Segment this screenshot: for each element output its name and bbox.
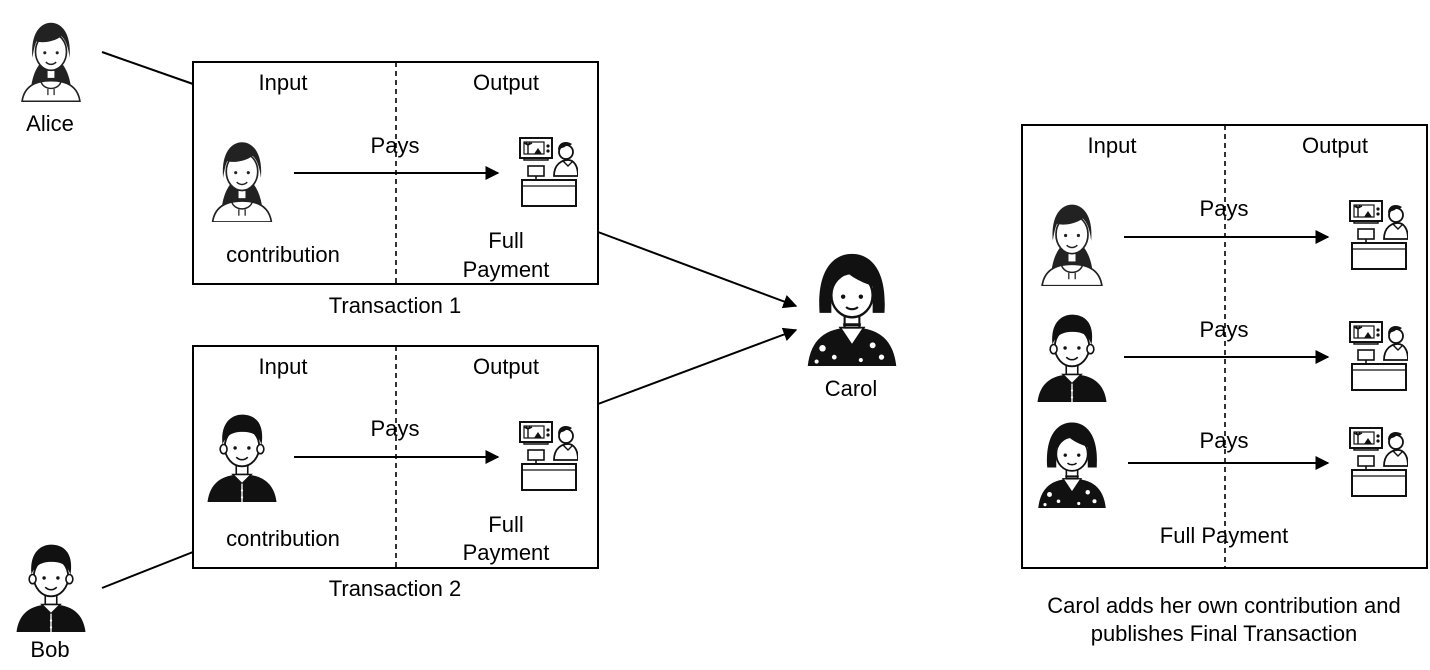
- final-caption-line2: publishes Final Transaction: [1091, 621, 1358, 646]
- transaction2-output-header: Output: [473, 354, 539, 379]
- transaction2-box: Input Output Pays contribution Full Paym…: [192, 345, 599, 569]
- transaction2-payment-label: Payment: [463, 540, 550, 565]
- alice-label: Alice: [26, 111, 74, 136]
- transaction1-full-label: Full: [488, 228, 523, 253]
- transaction2-full-label: Full: [488, 512, 523, 537]
- bob-label: Bob: [30, 637, 69, 662]
- carol-avatar-icon: [806, 252, 898, 366]
- bob-to-transaction2-connector: [101, 551, 194, 589]
- transaction2-to-carol-arrow: [597, 327, 798, 405]
- transaction1-pays-label: Pays: [371, 133, 420, 158]
- transaction1-input-header: Input: [259, 70, 308, 95]
- transaction1-contribution-label: contribution: [226, 242, 340, 267]
- alice-avatar-icon: [21, 21, 81, 102]
- final-full-payment-label: Full Payment: [1160, 523, 1288, 548]
- final-output-header: Output: [1302, 133, 1368, 158]
- final-row1-pays-label: Pays: [1200, 196, 1249, 221]
- final-row3-pays-label: Pays: [1200, 428, 1249, 453]
- transaction1-payment-label: Payment: [463, 257, 550, 282]
- transaction1-output-header: Output: [473, 70, 539, 95]
- final-caption-line1: Carol adds her own contribution and: [1047, 593, 1400, 618]
- carol-label: Carol: [825, 376, 878, 401]
- transaction2-caption: Transaction 2: [329, 576, 461, 601]
- transaction2-contribution-label: contribution: [226, 526, 340, 551]
- transaction2-pays-label: Pays: [371, 416, 420, 441]
- transaction1-box: Input Output Pays contribution Full Paym…: [192, 61, 599, 285]
- alice-to-transaction1-connector: [101, 51, 194, 85]
- transaction1-caption: Transaction 1: [329, 293, 461, 318]
- bob-avatar-icon: [15, 543, 87, 632]
- final-row2-pays-label: Pays: [1200, 317, 1249, 342]
- transaction1-to-carol-arrow: [597, 231, 798, 309]
- transaction2-input-header: Input: [259, 354, 308, 379]
- final-transaction-box: Input Output Pays Pays Pays Full Payment: [1021, 124, 1428, 569]
- final-input-header: Input: [1088, 133, 1137, 158]
